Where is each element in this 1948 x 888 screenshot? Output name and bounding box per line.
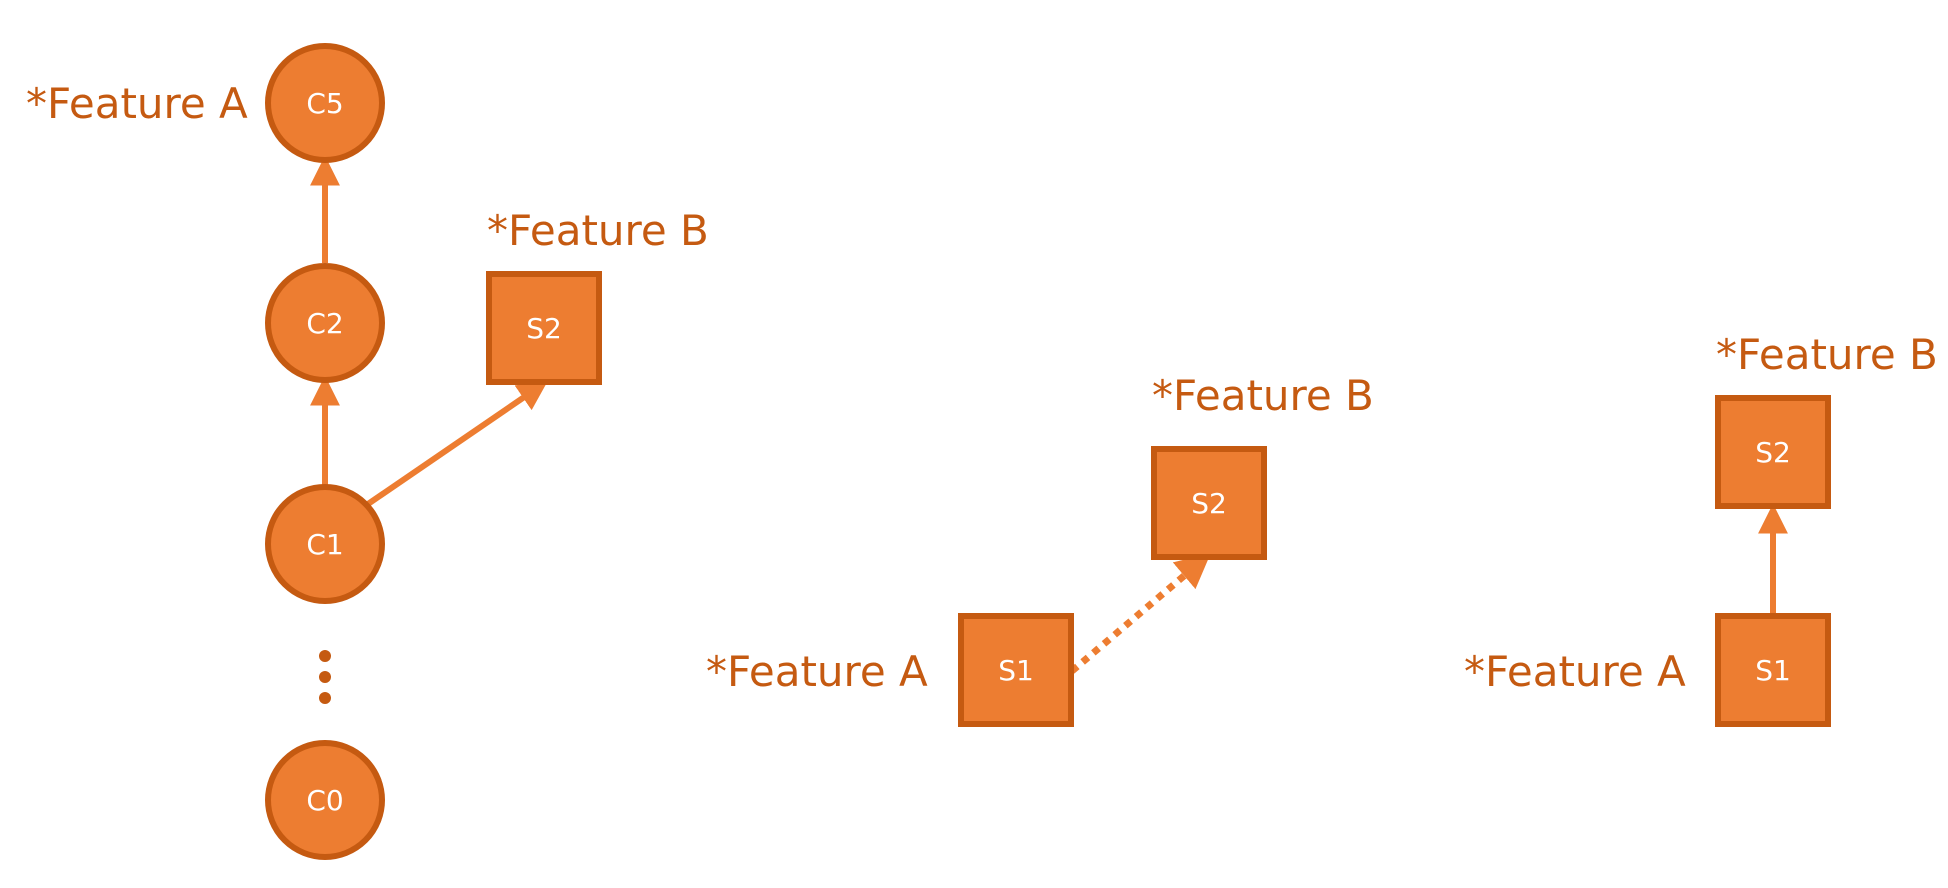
stash-label-s1: S1: [998, 654, 1034, 687]
commit-label-c1: C1: [306, 528, 343, 561]
ellipsis-dots: [319, 650, 331, 704]
stash-node-s2: S2: [1151, 446, 1267, 560]
panel-2-stash-diagram: S1 S2 *Feature A *Feature B: [706, 371, 1374, 727]
commit-label-c5: C5: [306, 87, 343, 120]
commit-node-c1: C1: [265, 484, 385, 604]
stash-node-s1: S1: [1715, 613, 1831, 727]
commit-node-c5: C5: [265, 43, 385, 163]
branch-label-feature-a: *Feature A: [26, 79, 248, 128]
branch-label-feature-a: *Feature A: [1464, 647, 1686, 696]
branch-label-feature-a: *Feature A: [706, 647, 928, 696]
commit-label-c2: C2: [306, 307, 343, 340]
commit-node-c2: C2: [265, 263, 385, 383]
panel-3-stash-diagram: S1 S2 *Feature A *Feature B: [1464, 330, 1938, 727]
stash-label-s2: S2: [1191, 487, 1227, 520]
stash-label-s1: S1: [1755, 654, 1791, 687]
stash-label-s2: S2: [526, 312, 562, 345]
commit-node-c0: C0: [265, 740, 385, 860]
commit-label-c0: C0: [306, 784, 343, 817]
stash-node-s2: S2: [486, 271, 602, 385]
branch-label-feature-b: *Feature B: [487, 206, 709, 255]
stash-node-s1: S1: [958, 613, 1074, 727]
edge-c1-to-s2: [366, 380, 548, 507]
panel-1-commit-graph: C5 C2 C1 C0 S2 *Feature A *Feature B: [26, 43, 709, 860]
stash-label-s2: S2: [1755, 436, 1791, 469]
dotted-edge-s1-to-s2: [1069, 553, 1211, 674]
stash-node-s2: S2: [1715, 395, 1831, 509]
branch-label-feature-b: *Feature B: [1152, 371, 1374, 420]
branch-label-feature-b: *Feature B: [1716, 330, 1938, 379]
